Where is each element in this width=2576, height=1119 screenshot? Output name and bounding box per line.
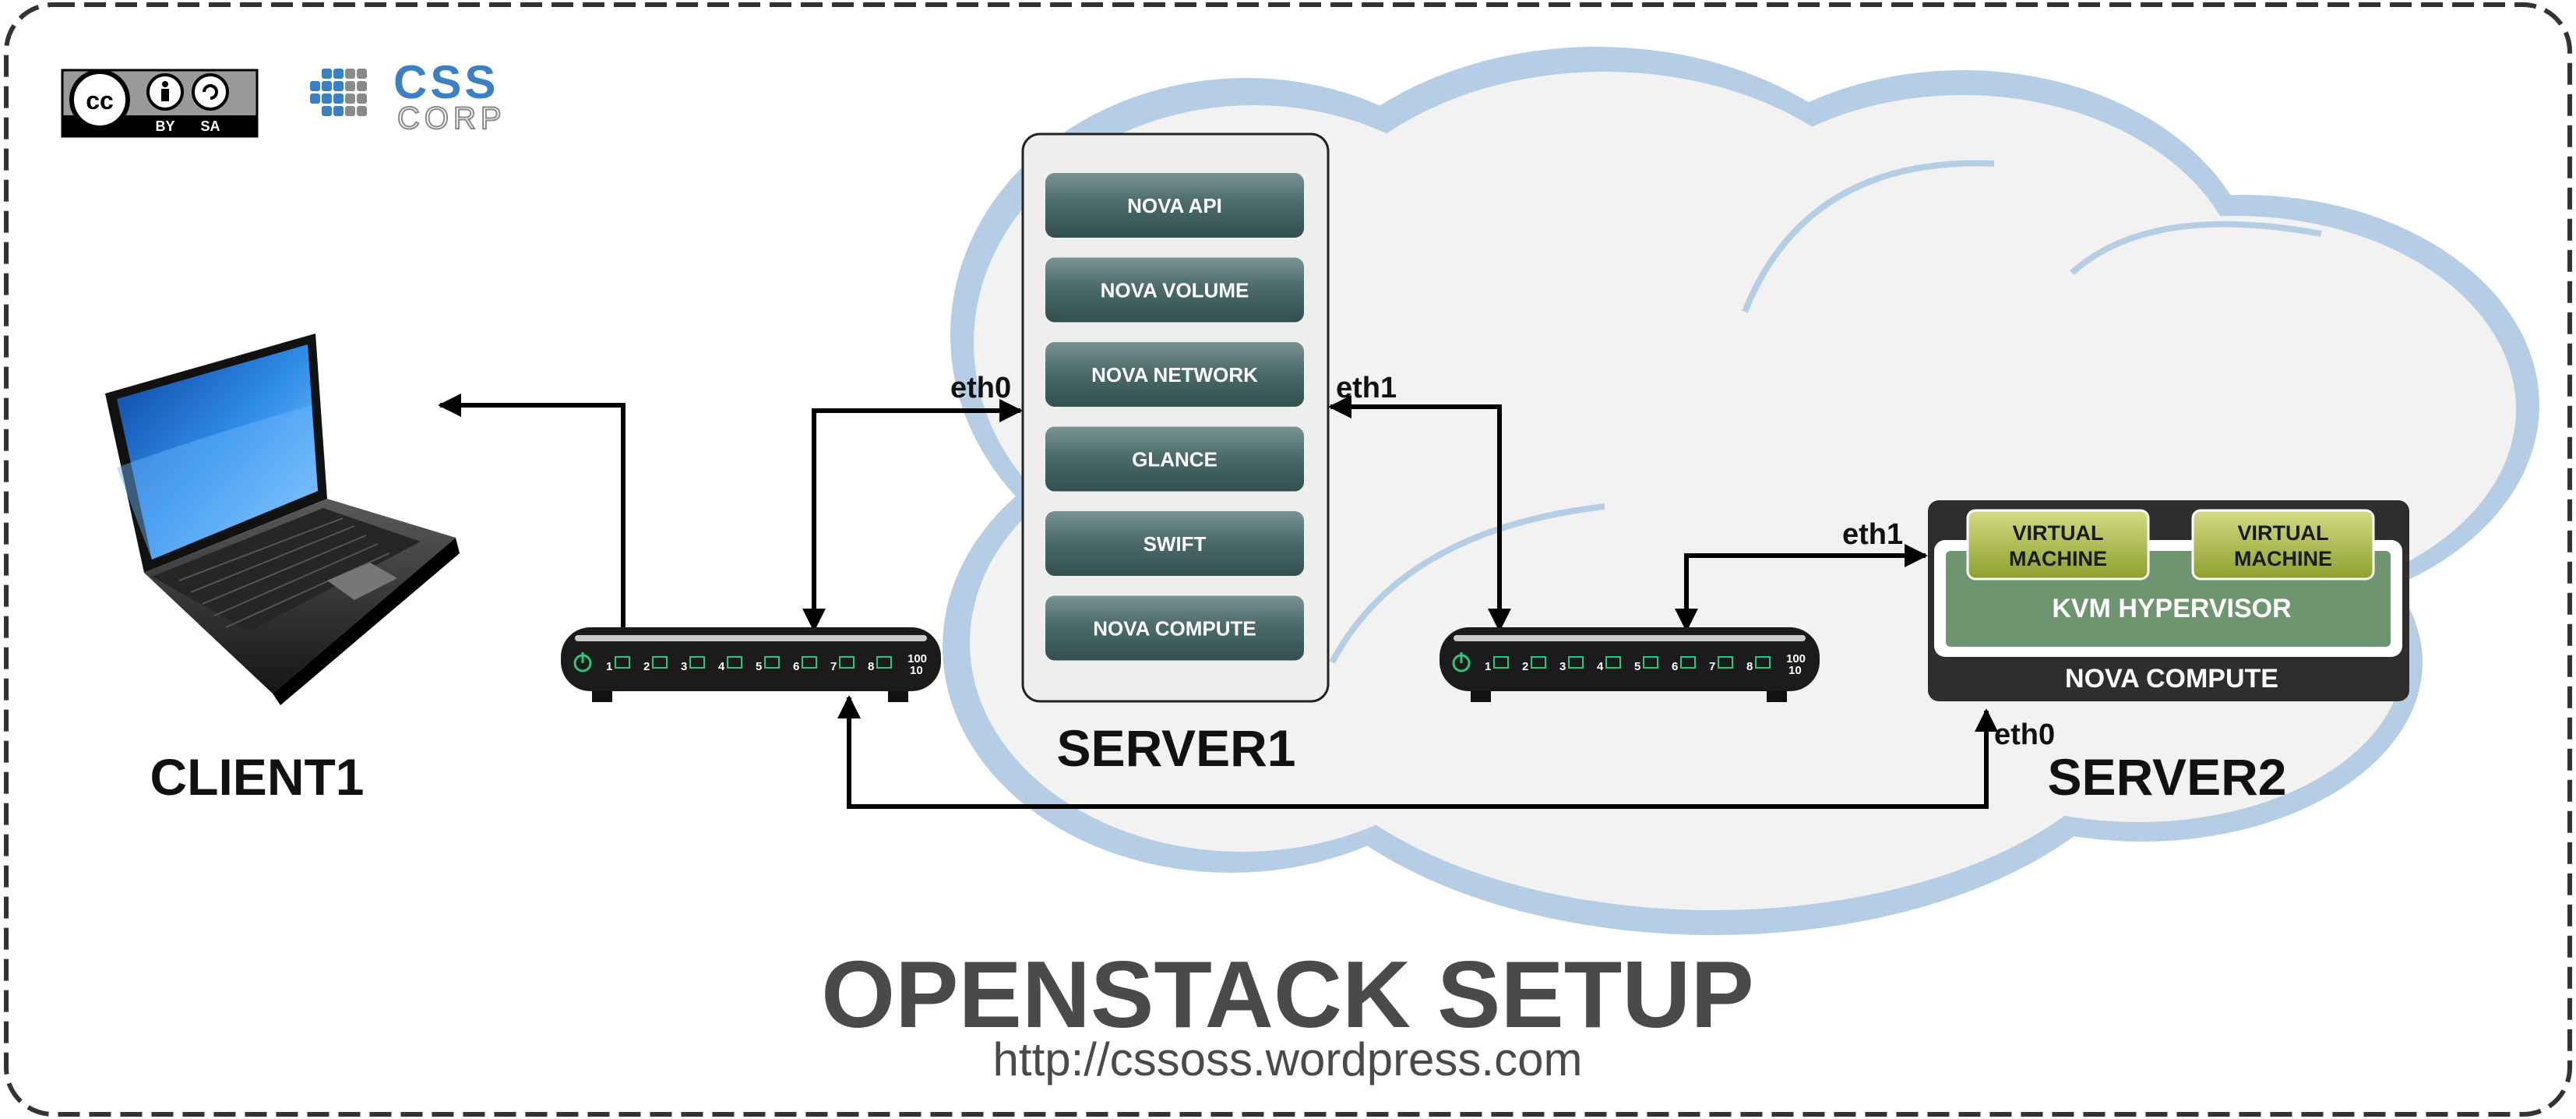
server2-label: SERVER2 <box>2048 748 2287 806</box>
power-icon <box>1452 652 1471 672</box>
service-nova-volume: NOVA VOLUME <box>1045 257 1304 323</box>
logo-text-css: CSS <box>393 56 499 108</box>
share-alike-icon <box>192 73 229 111</box>
server1-services: NOVA API NOVA VOLUME NOVA NETWORK GLANCE SWI… <box>1045 173 1304 661</box>
server2-eth1-label: eth1 <box>1842 518 1903 551</box>
port-led-icon <box>689 656 705 669</box>
port-number: 8 <box>868 660 874 673</box>
server1-label: SERVER1 <box>1057 719 1296 777</box>
port-led-icon <box>1531 656 1546 669</box>
port-led-icon <box>1605 656 1621 669</box>
port-number: 4 <box>718 660 725 673</box>
service-label: NOVA NETWORK <box>1091 363 1258 387</box>
link-switch1-server1-eth0 <box>802 399 1023 632</box>
connections <box>438 394 1998 809</box>
port-number: 2 <box>1522 660 1528 673</box>
port-number: 6 <box>1672 660 1678 673</box>
cc-icon <box>69 69 130 130</box>
port-led-icon <box>1643 656 1658 669</box>
server1: NOVA API NOVA VOLUME NOVA NETWORK GLANCE SWI… <box>1021 132 1330 703</box>
virtual-machine-1 <box>1966 509 2150 581</box>
service-glance: GLANCE <box>1045 426 1304 492</box>
kvm-hypervisor-label: KVM HYPERVISOR <box>2052 594 2291 623</box>
website-url: http://cssoss.wordpress.com <box>993 1033 1583 1085</box>
port-number: 1 <box>1485 660 1491 673</box>
svg-text:cc: cc <box>86 86 114 115</box>
logo-text-corp: CORP <box>397 101 506 136</box>
link-client-switch1 <box>438 394 625 630</box>
port-led-icon <box>1568 656 1584 669</box>
port-led-icon <box>839 656 855 669</box>
port-led-icon <box>1680 656 1696 669</box>
speed-top: 100 <box>1786 652 1806 665</box>
speed-bottom: 10 <box>910 664 923 677</box>
port-led-icon <box>652 656 668 669</box>
server2: KVM HYPERVISOR VIRTUAL MACHINE VIRTUAL M… <box>1928 500 2409 701</box>
logo-grid-icon <box>310 69 367 116</box>
port-led-icon <box>615 656 630 669</box>
port-number: 4 <box>1597 660 1604 673</box>
service-nova-api: NOVA API <box>1045 173 1304 238</box>
service-label: SWIFT <box>1144 532 1207 556</box>
port-number: 7 <box>830 660 837 673</box>
link-switch1-server2-eth0 <box>837 695 1998 809</box>
diagram-title: OPENSTACK SETUP <box>821 941 1754 1047</box>
license-sa: SA <box>200 118 220 134</box>
cc-license-badge: cc BY SA <box>61 69 259 138</box>
service-label: GLANCE <box>1132 448 1218 471</box>
port-number: 6 <box>793 660 799 673</box>
vm2-label-line1: VIRTUAL <box>2238 521 2329 545</box>
speed-bottom: 10 <box>1788 664 1802 677</box>
port-led-icon <box>876 656 892 669</box>
port-number: 3 <box>1559 660 1566 673</box>
port-led-icon <box>727 656 742 669</box>
power-icon <box>573 652 592 672</box>
dashed-frame <box>4 2 2572 1117</box>
client1-label: CLIENT1 <box>150 748 364 806</box>
nova-compute-label: NOVA COMPUTE <box>2065 664 2278 694</box>
service-label: NOVA VOLUME <box>1101 279 1249 302</box>
css-corp-logo: CSS CORP <box>310 56 506 136</box>
link-switch2-server2-eth1 <box>1675 544 1928 632</box>
server1-eth0-label: eth0 <box>950 372 1011 404</box>
port-led-icon <box>802 656 817 669</box>
virtual-machine-2 <box>2191 509 2375 581</box>
port-number: 8 <box>1746 660 1753 673</box>
port-led-icon <box>1718 656 1733 669</box>
link-server1-eth1-switch2 <box>1328 395 1511 632</box>
port-number: 7 <box>1709 660 1715 673</box>
vm2-label-line2: MACHINE <box>2234 547 2332 570</box>
vm1-label-line1: VIRTUAL <box>2013 521 2104 545</box>
service-label: NOVA API <box>1127 194 1222 217</box>
laptop-icon <box>105 334 460 705</box>
port-number: 5 <box>756 660 762 673</box>
vm1-label-line2: MACHINE <box>2009 547 2107 570</box>
port-led-icon <box>1755 656 1771 669</box>
service-nova-compute: NOVA COMPUTE <box>1045 595 1304 661</box>
server2-eth0-label: eth0 <box>1994 718 2055 751</box>
speed-top: 100 <box>907 652 927 665</box>
port-led-icon <box>764 656 780 669</box>
service-nova-network: NOVA NETWORK <box>1045 342 1304 407</box>
port-number: 1 <box>606 660 612 673</box>
service-label: NOVA COMPUTE <box>1093 617 1256 641</box>
port-number: 5 <box>1634 660 1640 673</box>
port-led-icon <box>1493 656 1509 669</box>
server1-eth1-label: eth1 <box>1336 372 1397 404</box>
port-number: 2 <box>643 660 650 673</box>
license-by: BY <box>155 118 174 134</box>
port-number: 3 <box>681 660 687 673</box>
service-swift: SWIFT <box>1045 511 1304 576</box>
